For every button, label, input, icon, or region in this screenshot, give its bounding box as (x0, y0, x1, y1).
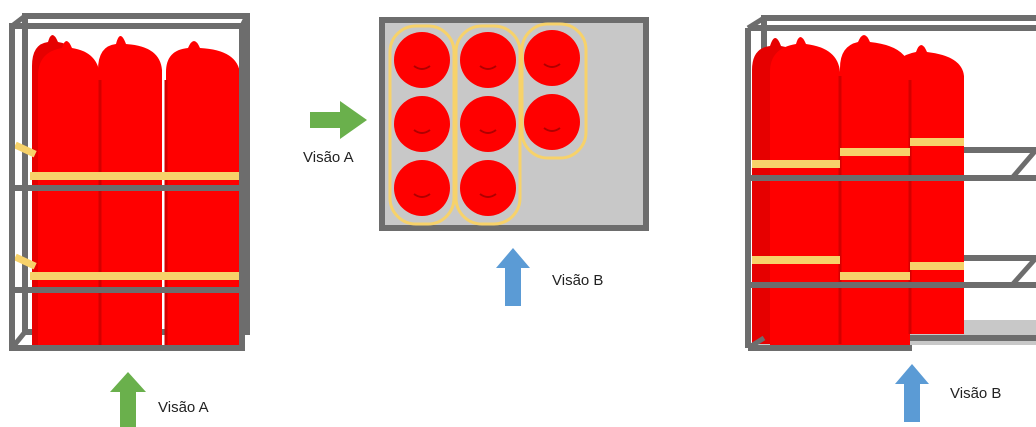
cylinder (38, 41, 100, 348)
cylinder-top (524, 30, 580, 86)
arrow-up-icon (496, 248, 530, 306)
arrow-right-icon (310, 101, 367, 139)
strap-outline (454, 24, 522, 226)
strap (840, 272, 910, 280)
rack-edge (1010, 256, 1036, 287)
cylinder (166, 41, 240, 348)
view-b-indicator-top: Visão B (496, 248, 603, 306)
front-view-panel (9, 13, 250, 351)
valve-mark (413, 129, 431, 134)
valve-mark (479, 129, 497, 134)
strap (752, 160, 840, 168)
valve-mark (413, 193, 431, 198)
view-a-label-bottom: Visão A (158, 399, 209, 416)
cylinder-top (524, 94, 580, 150)
arrow-up-icon (895, 364, 929, 422)
cylinder (98, 36, 162, 348)
strap-outline (520, 22, 588, 160)
arrow-up-icon (110, 372, 146, 427)
rack-edge (239, 14, 250, 28)
side-view-panel (745, 15, 1036, 351)
cylinder-top (460, 160, 516, 216)
rack-edge (746, 335, 766, 351)
valve-mark (479, 65, 497, 70)
cylinder (840, 35, 910, 346)
cylinder-group-front (32, 35, 240, 348)
strap (910, 262, 964, 270)
view-b-label-bottom: Visão B (950, 385, 1001, 402)
strap (840, 148, 910, 156)
strap (752, 256, 840, 264)
cylinder-top (394, 32, 450, 88)
cylinder-group-side (752, 35, 964, 346)
view-a-indicator-bottom: Visão A (110, 372, 209, 427)
strap (30, 272, 242, 280)
strap-end (13, 141, 37, 158)
cylinder-top (394, 96, 450, 152)
cylinder-tops (394, 30, 580, 216)
strap (910, 138, 964, 146)
view-b-indicator-bottom: Visão B (895, 364, 1001, 422)
cylinder (894, 45, 964, 334)
view-a-label-top: Visão A (303, 149, 354, 166)
cylinder-top (460, 32, 516, 88)
rack-edge (10, 14, 27, 28)
valve-mark (413, 65, 431, 70)
view-b-label-top: Visão B (552, 272, 603, 289)
valve-mark (543, 127, 561, 132)
strap (30, 172, 242, 180)
rack-edge (1010, 148, 1036, 180)
top-view-panel (379, 17, 649, 231)
strap-outline (388, 24, 456, 226)
rack-edge (746, 15, 766, 31)
strap-end (13, 253, 37, 270)
cylinder-top (460, 96, 516, 152)
view-a-indicator-top: Visão A (303, 101, 367, 166)
cylinder-top (394, 160, 450, 216)
rack-edge (10, 330, 27, 350)
valve-mark (479, 193, 497, 198)
valve-mark (543, 63, 561, 68)
cylinder (770, 37, 840, 346)
